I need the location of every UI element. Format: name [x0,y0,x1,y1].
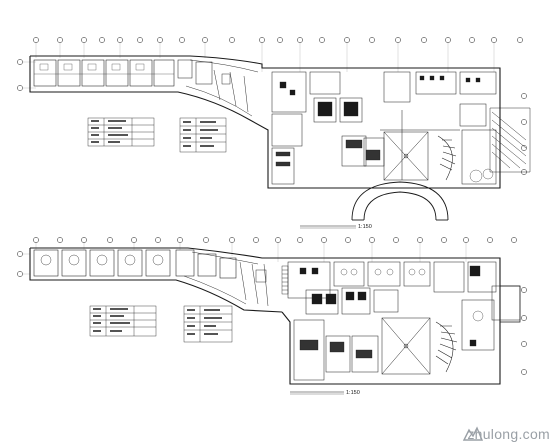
upper-building-outline [29,55,501,189]
lower-left-wing-rooms [33,249,237,279]
upper-curved-corridor [185,59,259,117]
zhulong-logo-icon [462,426,484,441]
upper-entrance-canopy [351,181,449,221]
upper-grid-bubbles [17,37,527,175]
lower-plan-scale-label: 1:150 [346,390,360,396]
lower-side-wing-outline [500,285,521,323]
upper-plan-scale-label: 1:150 [358,224,372,230]
upper-atrium [383,131,429,181]
lower-furniture [299,265,484,359]
upper-legend-table-right [179,117,227,153]
upper-ramp-hatch [489,107,531,173]
upper-plan-title-underline [300,225,356,229]
lower-grid-lines [23,243,467,275]
upper-legend-table-left [87,117,155,147]
lower-atrium [381,317,431,375]
lower-plan-title-underline [290,391,344,395]
lower-legend-table-left [89,305,157,337]
upper-left-wing-rooms [33,59,213,87]
lower-floor-plan [17,237,527,395]
upper-right-block-rooms [271,71,497,185]
upper-grid-lines [23,43,495,89]
lower-curved-corridor [183,251,269,307]
upper-floor-plan [17,37,531,229]
lower-grid-bubbles [17,237,527,375]
lower-right-block-rooms [287,261,521,381]
lower-stair [281,265,289,295]
lower-legend-table-right [183,305,233,343]
upper-spiral-stair [437,135,457,181]
watermark-text: zhulong.com [467,426,550,442]
upper-furniture [275,75,494,183]
lower-spiral-stair [435,321,458,373]
lower-building-outline [29,247,501,385]
